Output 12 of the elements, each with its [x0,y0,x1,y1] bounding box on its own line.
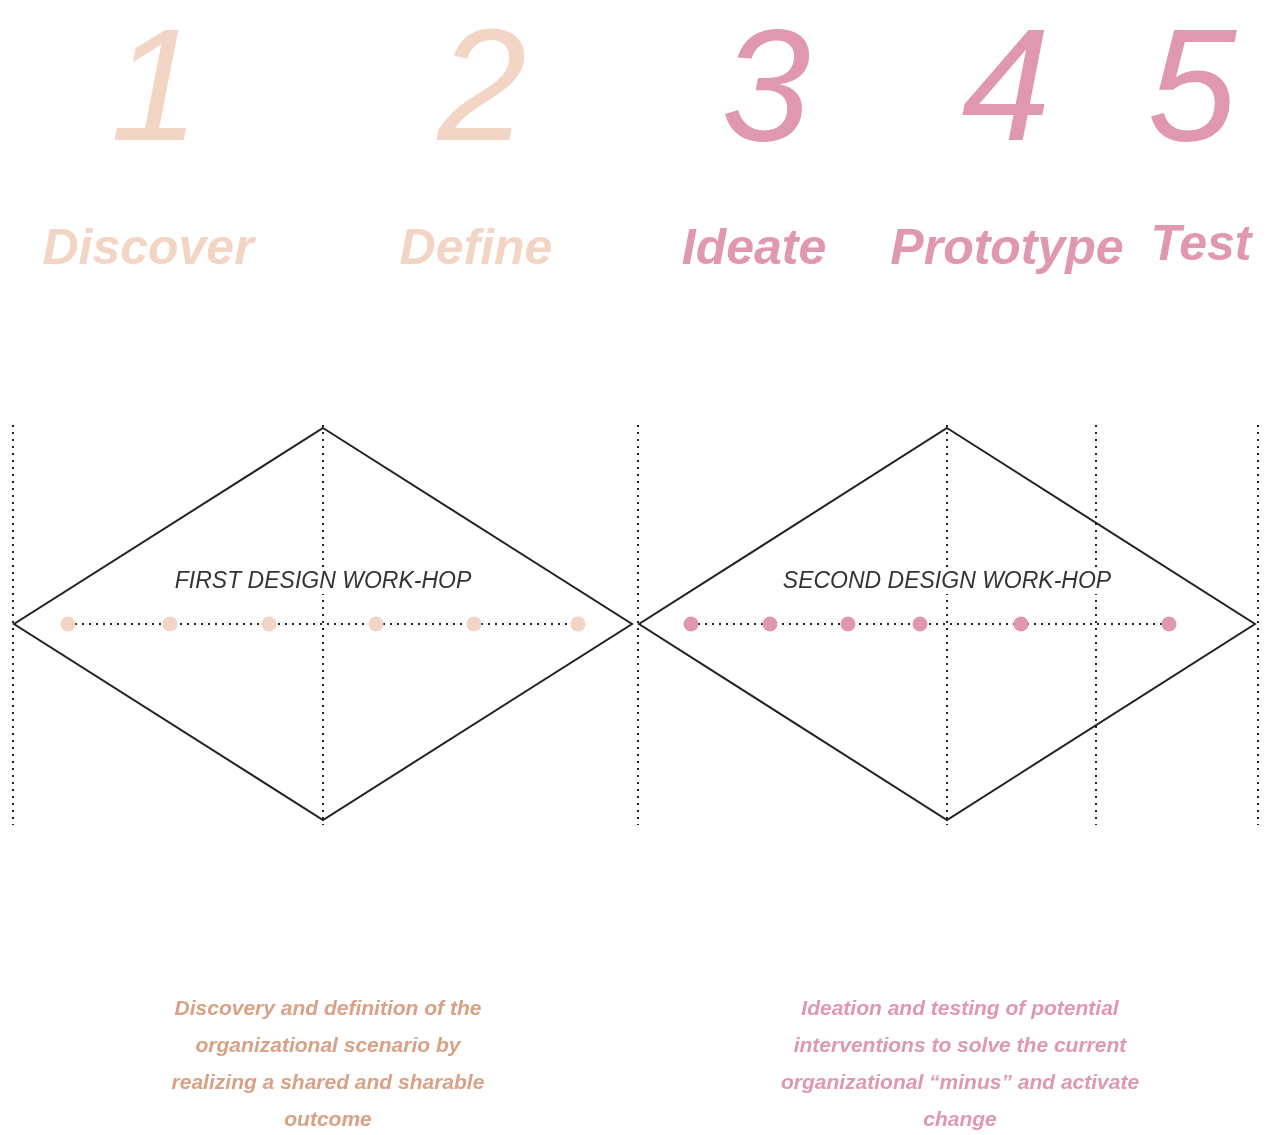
phase-title: Test [1150,218,1252,268]
phase-description: Discovery and definition of the organizational scenario by realizing a shared and sharable outcome [170,995,486,1132]
step-number: 3 [721,5,811,165]
step-number: 2 [437,5,527,165]
step-number: 4 [961,5,1051,165]
phase-title: Discover [42,222,254,272]
step-number: 5 [1147,5,1237,165]
phase-title: Define [399,222,553,272]
phase-title: Prototype [890,222,1124,272]
phase-description: Ideation and testing of potential interventions to solve the current organizational “minus” and activate change [779,995,1141,1132]
phase-title: Ideate [681,222,827,272]
step-number: 1 [110,5,200,165]
